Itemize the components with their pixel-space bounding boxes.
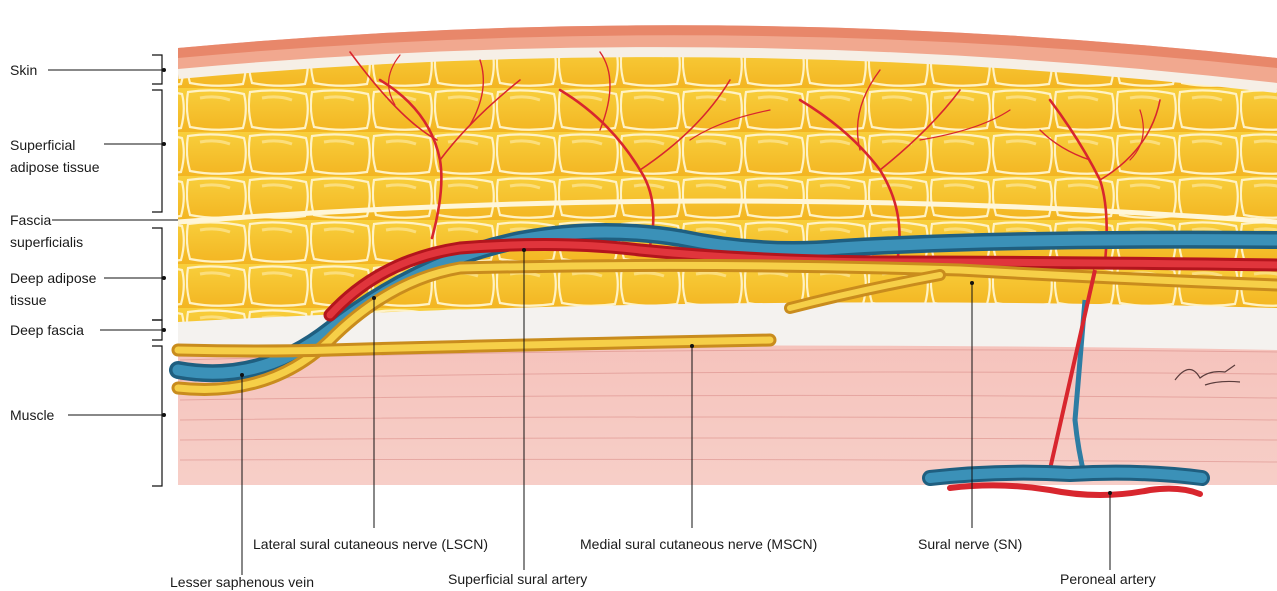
label-deep-adipose-1: Deep adipose [10,270,97,286]
label-deep-adipose-2: tissue [10,292,47,308]
label-mscn: Medial sural cutaneous nerve (MSCN) [580,536,817,552]
label-fascia-superficialis-2: superficialis [10,234,83,250]
label-superficial-adipose-1: Superficial [10,137,75,153]
label-lesser-saphenous-vein: Lesser saphenous vein [170,574,314,590]
layer-brackets [152,55,162,486]
label-muscle: Muscle [10,407,55,423]
label-deep-fascia: Deep fascia [10,322,84,338]
label-peroneal-artery: Peroneal artery [1060,571,1156,587]
peroneal-artery [950,485,1200,495]
label-fascia-superficialis-1: Fascia [10,212,51,228]
label-lscn: Lateral sural cutaneous nerve (LSCN) [253,536,488,552]
label-superficial-sural-artery: Superficial sural artery [448,571,587,587]
label-sural-nerve: Sural nerve (SN) [918,536,1022,552]
label-superficial-adipose-2: adipose tissue [10,159,100,175]
label-skin: Skin [10,62,37,78]
